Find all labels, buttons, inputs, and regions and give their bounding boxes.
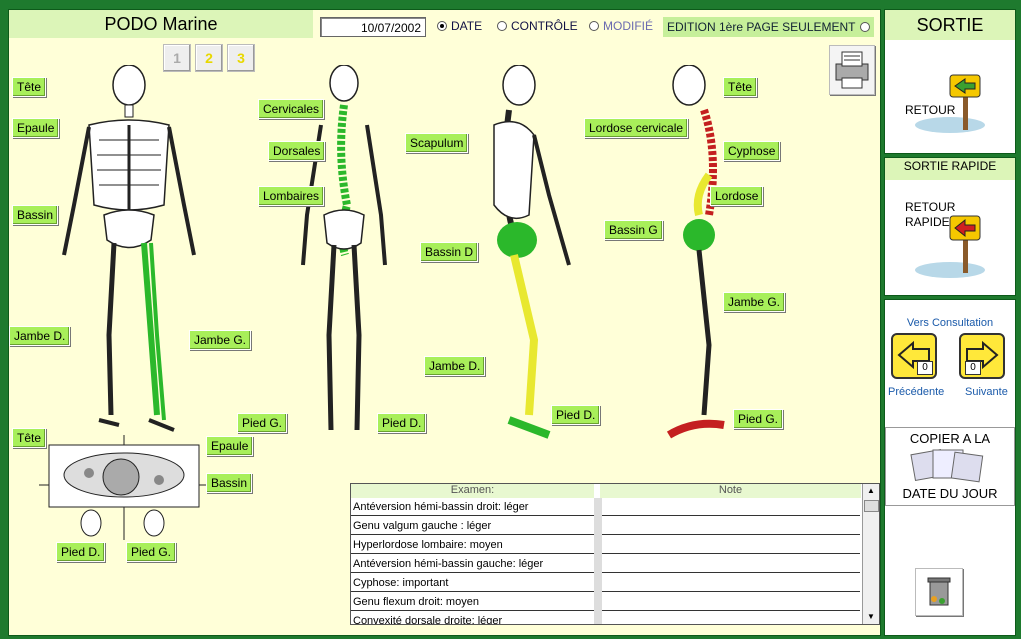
vers-consultation-label: Vers Consultation — [906, 317, 994, 329]
note-cell[interactable] — [602, 612, 860, 624]
table-row[interactable]: Hyperlordose lombaire: moyen — [351, 536, 861, 555]
patient-title: PODO Marine — [9, 10, 313, 38]
table-row[interactable]: Antéversion hémi-bassin droit: léger — [351, 498, 861, 517]
label-bassin-scan[interactable]: Bassin — [206, 473, 253, 493]
label-jambe-g-front[interactable]: Jambe G. — [189, 330, 252, 350]
label-epaule-scan[interactable]: Epaule — [206, 436, 254, 456]
sortie-panel: SORTIE RETOUR — [884, 9, 1016, 154]
col-header-note: Note — [600, 484, 861, 498]
retour-label: RETOUR — [905, 103, 956, 117]
label-pied-g-scan[interactable]: Pied G. — [126, 542, 177, 562]
retour-rapide-button[interactable]: RETOUR RAPIDE — [905, 198, 995, 283]
radio-date[interactable]: DATE — [437, 19, 482, 33]
retour-rapide-label-2: RAPIDE — [905, 215, 950, 229]
sortie-rapide-title: SORTIE RAPIDE — [885, 158, 1015, 180]
suivante-label: Suivante — [965, 386, 1008, 398]
edition-radio-dot[interactable] — [860, 22, 870, 32]
copier-label-1: COPIER A LA — [909, 431, 991, 446]
label-jambe-d-front[interactable]: Jambe D. — [9, 326, 71, 346]
page-button-3[interactable]: 3 — [227, 44, 255, 72]
label-cyphose[interactable]: Cyphose — [723, 141, 781, 161]
front-skeleton-icon — [62, 65, 196, 432]
label-tete-front[interactable]: Tête — [12, 77, 47, 97]
radio-controle[interactable]: CONTRÔLE — [497, 19, 578, 33]
printer-icon[interactable] — [829, 45, 875, 95]
label-lordose[interactable]: Lordose — [710, 186, 764, 206]
prev-count: 0 — [917, 361, 933, 375]
precedente-button[interactable]: 0 — [891, 333, 937, 379]
scroll-down-icon[interactable]: ▼ — [867, 612, 875, 621]
label-epaule-front[interactable]: Epaule — [12, 118, 60, 138]
main-panel: PODO Marine 10/07/2002 DATE CONTRÔLE MOD… — [8, 9, 881, 636]
retour-rapide-sign-icon — [915, 215, 985, 278]
retour-sign-icon — [915, 74, 985, 133]
suivante-button[interactable]: 0 — [959, 333, 1005, 379]
note-cell[interactable] — [602, 517, 860, 535]
note-cell[interactable] — [602, 498, 860, 516]
label-scapulum[interactable]: Scapulum — [405, 133, 469, 153]
label-bassin-d[interactable]: Bassin D — [420, 242, 479, 262]
col-header-examen: Examen: — [351, 484, 594, 498]
table-row[interactable]: Genu valgum gauche : léger — [351, 517, 861, 536]
radio-dot[interactable] — [589, 21, 599, 31]
pelvis-scan-icon — [39, 435, 209, 540]
label-lombaires[interactable]: Lombaires — [258, 186, 325, 206]
note-cell[interactable] — [602, 574, 860, 592]
sortie-title: SORTIE — [885, 10, 1015, 40]
note-cell[interactable] — [602, 555, 860, 573]
label-jambe-d-side[interactable]: Jambe D. — [424, 356, 486, 376]
label-tete-scan[interactable]: Tête — [12, 428, 47, 448]
retour-button[interactable]: RETOUR — [905, 65, 995, 140]
note-cell[interactable] — [602, 593, 860, 611]
label-bassin-g[interactable]: Bassin G — [604, 220, 663, 240]
label-pied-g-front[interactable]: Pied G. — [237, 413, 288, 433]
table-row[interactable]: Convexité dorsale droite: léger — [351, 612, 861, 624]
scroll-thumb[interactable] — [864, 500, 879, 512]
note-cell[interactable] — [602, 536, 860, 554]
precedente-label: Précédente — [888, 386, 945, 398]
copier-label-2: DATE DU JOUR — [902, 486, 998, 501]
label-lordose-cervicale[interactable]: Lordose cervicale — [584, 118, 689, 138]
radio-modifie[interactable]: MODIFIÉ — [589, 19, 653, 33]
table-scrollbar[interactable]: ▲ ▼ — [862, 484, 879, 624]
consultation-panel: Vers Consultation 0 0 Précédente Suivant… — [884, 299, 1016, 636]
exam-table[interactable]: Examen: Note Antéversion hémi-bassin dro… — [350, 483, 880, 625]
table-row[interactable]: Genu flexum droit: moyen — [351, 593, 861, 612]
trash-icon — [927, 577, 951, 606]
copier-date-button[interactable]: COPIER A LA DATE DU JOUR — [885, 427, 1015, 506]
label-pied-d-scan[interactable]: Pied D. — [56, 542, 106, 562]
page-button-1[interactable]: 1 — [163, 44, 191, 72]
label-pied-d-side[interactable]: Pied D. — [551, 405, 601, 425]
table-header: Examen: Note — [351, 484, 861, 498]
scroll-up-icon[interactable]: ▲ — [867, 486, 875, 495]
table-row[interactable]: Antéversion hémi-bassin gauche: léger — [351, 555, 861, 574]
table-row[interactable]: Cyphose: important — [351, 574, 861, 593]
edition-toggle[interactable]: EDITION 1ère PAGE SEULEMENT — [663, 17, 874, 37]
page-button-2[interactable]: 2 — [195, 44, 223, 72]
label-pied-g-side[interactable]: Pied G. — [733, 409, 784, 429]
label-pied-d-spine[interactable]: Pied D. — [377, 413, 427, 433]
side-skeleton-icon — [493, 65, 571, 439]
label-bassin-front[interactable]: Bassin — [12, 205, 59, 225]
radio-dot[interactable] — [437, 21, 447, 31]
label-dorsales[interactable]: Dorsales — [268, 141, 326, 161]
spine-skeleton-icon — [301, 65, 387, 431]
documents-icon — [910, 449, 984, 483]
column-separator — [594, 498, 602, 624]
label-tete-side[interactable]: Tête — [723, 77, 758, 97]
trash-button[interactable] — [915, 568, 963, 616]
side-spine-skeleton-icon — [666, 65, 725, 439]
next-count: 0 — [965, 361, 981, 375]
sortie-rapide-panel: SORTIE RAPIDE RETOUR RAPIDE — [884, 157, 1016, 296]
label-jambe-g-side[interactable]: Jambe G. — [723, 292, 786, 312]
date-field[interactable]: 10/07/2002 — [320, 17, 426, 37]
label-cervicales[interactable]: Cervicales — [258, 99, 325, 119]
retour-rapide-label-1: RETOUR — [905, 200, 956, 214]
radio-dot[interactable] — [497, 21, 507, 31]
